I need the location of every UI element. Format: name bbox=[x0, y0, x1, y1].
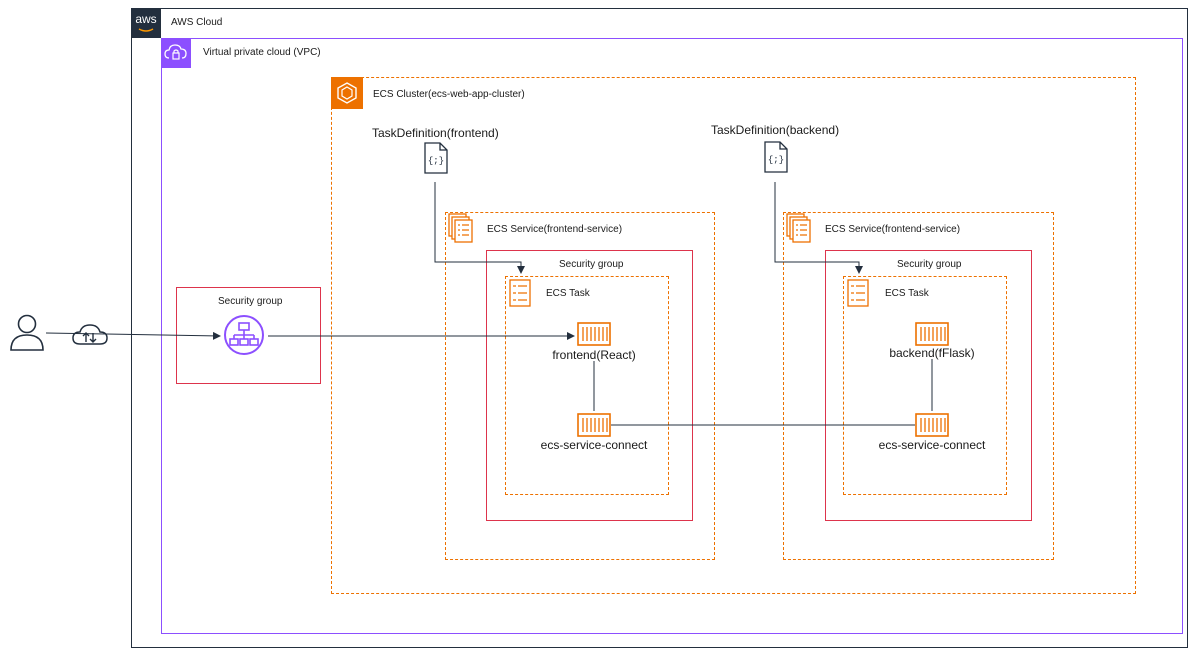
vpc-label: Virtual private cloud (VPC) bbox=[203, 47, 321, 58]
security-group-backend-label: Security group bbox=[897, 259, 962, 270]
service-connect-backend-label: ecs-service-connect bbox=[878, 438, 986, 452]
ecs-cluster-label: ECS Cluster(ecs-web-app-cluster) bbox=[373, 89, 525, 100]
aws-logo-text: aws bbox=[135, 12, 157, 26]
ecs-service-backend-group bbox=[783, 212, 1054, 560]
task-definition-frontend-icon: {;} bbox=[424, 142, 448, 174]
vpc-group bbox=[161, 38, 1183, 634]
task-definition-frontend-label: TaskDefinition(frontend) bbox=[372, 126, 499, 140]
ecs-service-frontend-label: ECS Service(frontend-service) bbox=[487, 224, 623, 235]
svg-text:{;}: {;} bbox=[768, 155, 784, 165]
container-backend-icon bbox=[915, 322, 949, 346]
container-backend-label: backend(fFlask) bbox=[889, 346, 975, 360]
service-connect-frontend-label: ecs-service-connect bbox=[540, 438, 648, 452]
task-definition-backend-icon: {;} bbox=[764, 141, 788, 173]
security-group-backend bbox=[825, 250, 1032, 521]
load-balancer-icon bbox=[224, 315, 264, 355]
ecs-task-frontend-label: ECS Task bbox=[546, 288, 590, 299]
service-connect-frontend-icon bbox=[577, 413, 611, 437]
ecs-service-backend-label: ECS Service(frontend-service) bbox=[825, 224, 961, 235]
service-connect-backend-icon bbox=[915, 413, 949, 437]
internet-cloud-icon bbox=[72, 324, 108, 345]
ecs-service-frontend-icon bbox=[448, 213, 473, 243]
container-frontend-icon bbox=[577, 322, 611, 346]
ecs-task-frontend-icon bbox=[509, 279, 531, 307]
ecs-task-backend-icon bbox=[847, 279, 869, 307]
user-icon bbox=[10, 314, 44, 351]
svg-text:{;}: {;} bbox=[428, 156, 444, 166]
ecs-icon bbox=[331, 77, 363, 109]
ecs-service-backend-icon bbox=[786, 213, 811, 243]
task-definition-backend-label: TaskDefinition(backend) bbox=[711, 123, 840, 137]
vpc-cloud-lock-icon bbox=[161, 38, 191, 68]
left-security-group-label: Security group bbox=[218, 296, 283, 307]
ecs-task-backend-group bbox=[843, 276, 1007, 495]
internet-to-lb-arrow bbox=[45, 331, 221, 340]
security-group-frontend bbox=[486, 250, 693, 521]
ecs-task-backend-label: ECS Task bbox=[885, 288, 929, 299]
aws-cloud-group bbox=[131, 8, 1188, 648]
aws-logo: aws bbox=[131, 8, 161, 38]
ecs-task-frontend-group bbox=[505, 276, 669, 495]
container-frontend-label: frontend(React) bbox=[552, 348, 636, 362]
taskdef-frontend-arrow bbox=[434, 182, 525, 274]
aws-smile-icon bbox=[138, 28, 154, 32]
ecs-service-frontend-group bbox=[445, 212, 715, 560]
aws-cloud-label: AWS Cloud bbox=[171, 17, 223, 28]
taskdef-backend-arrow bbox=[774, 182, 863, 274]
security-group-frontend-label: Security group bbox=[559, 259, 624, 270]
